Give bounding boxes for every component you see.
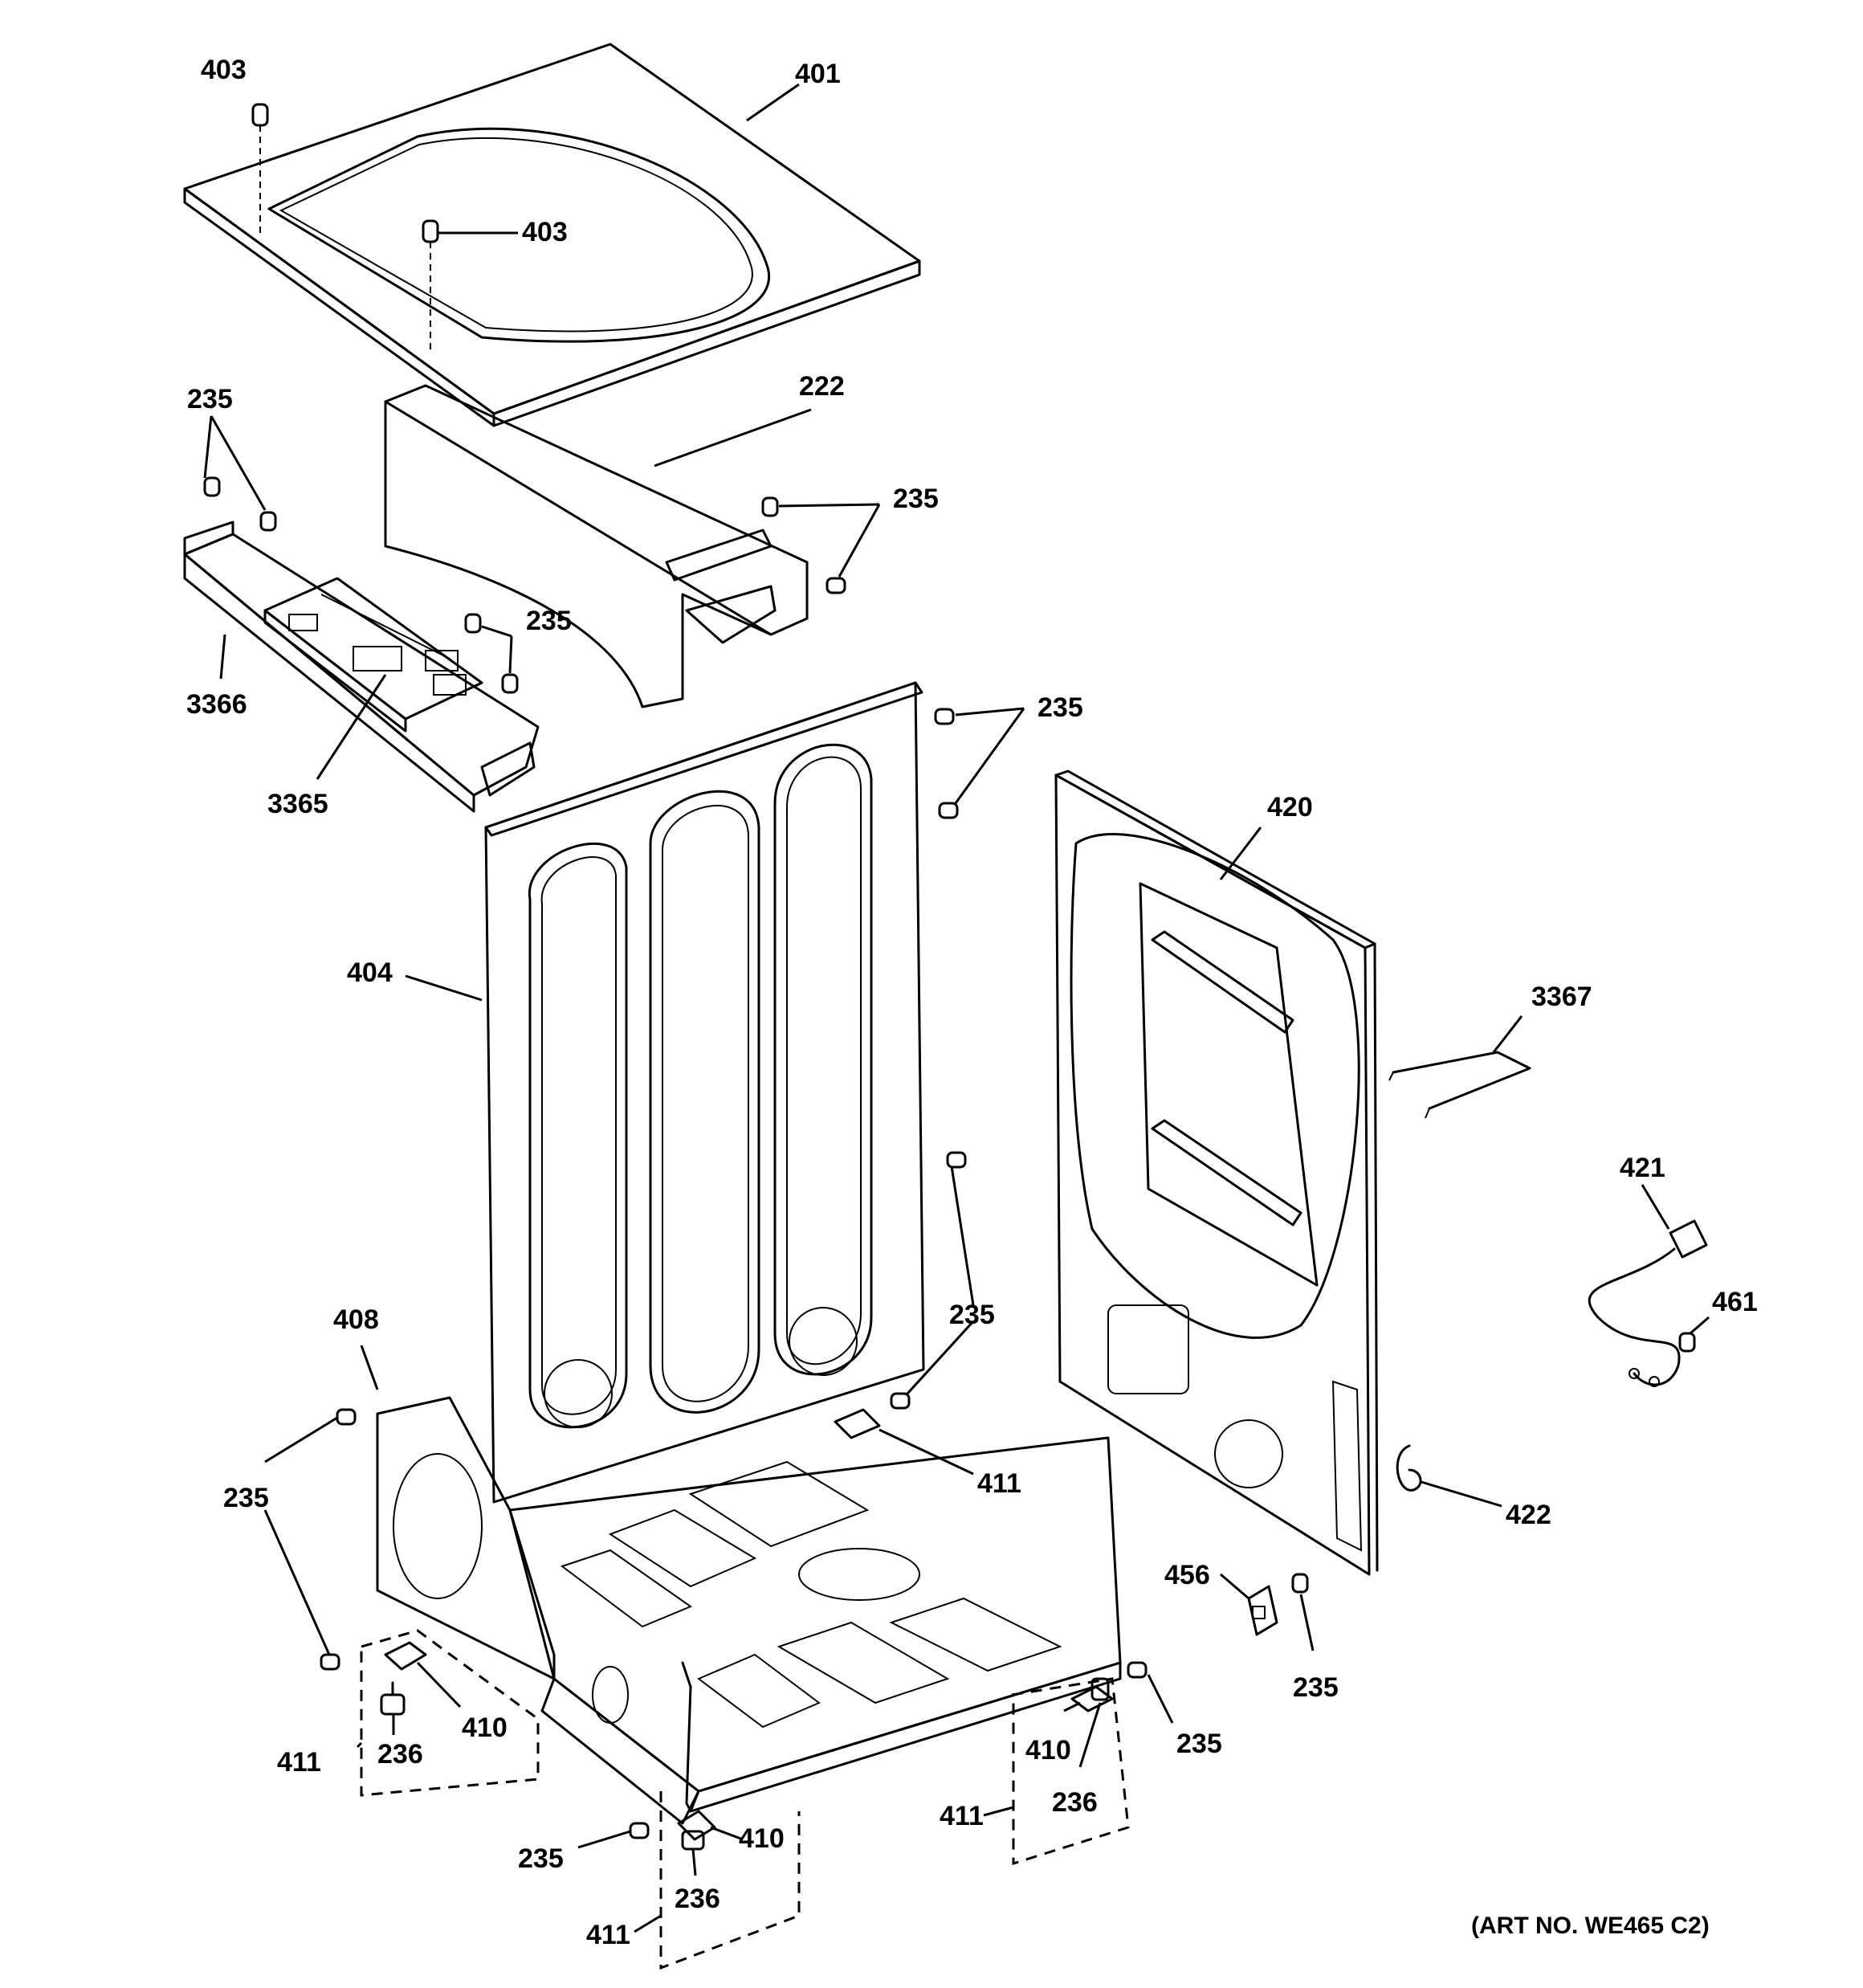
label-420: 420 [1267,792,1313,823]
label-410-b: 410 [1025,1735,1071,1766]
label-411-d: 411 [586,1920,630,1950]
label-236-a: 236 [377,1739,423,1770]
label-235-d: 235 [1037,692,1083,723]
power-cord [1588,1219,1708,1387]
console-bracket [384,384,809,708]
label-236-c: 236 [675,1884,720,1914]
label-404: 404 [347,957,393,988]
top-panel [183,43,921,427]
art-number: (ART NO. WE465 C2) [1471,1912,1710,1939]
label-3365: 3365 [267,789,328,819]
control-board-bracket [183,520,540,813]
label-235-a: 235 [187,384,233,414]
label-235-c: 235 [526,606,572,636]
door-rod [1388,1051,1531,1119]
label-235-e: 235 [949,1300,995,1330]
label-456: 456 [1164,1560,1210,1590]
label-461: 461 [1712,1287,1758,1317]
label-411-a: 411 [977,1468,1021,1499]
label-411-c: 411 [940,1801,984,1831]
label-235-i: 235 [518,1843,564,1874]
leader-lines [203,83,1710,1933]
control-board [263,577,483,733]
label-403-top: 403 [201,55,247,85]
label-3366: 3366 [186,689,247,720]
label-401: 401 [795,59,841,89]
bracket-456 [1247,1585,1278,1636]
label-235-b: 235 [893,484,939,514]
front-panel [1054,769,1379,1576]
leg-kit-boxes [360,1629,1130,1970]
label-222: 222 [799,371,845,402]
label-235-g: 235 [1293,1672,1339,1703]
label-235-h: 235 [1176,1729,1222,1759]
label-403-mid: 403 [522,217,568,247]
label-421: 421 [1620,1153,1665,1183]
screw-403-left [251,103,269,233]
hook [1396,1444,1422,1492]
rear-panel [484,681,925,1504]
screw-403-right [422,219,439,353]
label-235-f: 235 [223,1483,269,1513]
label-236-b: 236 [1052,1787,1098,1818]
label-411-b: 411 [277,1747,321,1778]
label-3367: 3367 [1531,982,1592,1012]
label-422: 422 [1506,1500,1551,1530]
label-410-a: 410 [462,1712,508,1743]
callout-labels: 401 403 403 222 235 235 235 3366 3365 23… [186,55,1758,1950]
screws-235-upper [203,476,1309,1839]
label-410-c: 410 [739,1823,785,1854]
base-frame [376,1396,1122,1825]
label-408: 408 [333,1304,379,1335]
